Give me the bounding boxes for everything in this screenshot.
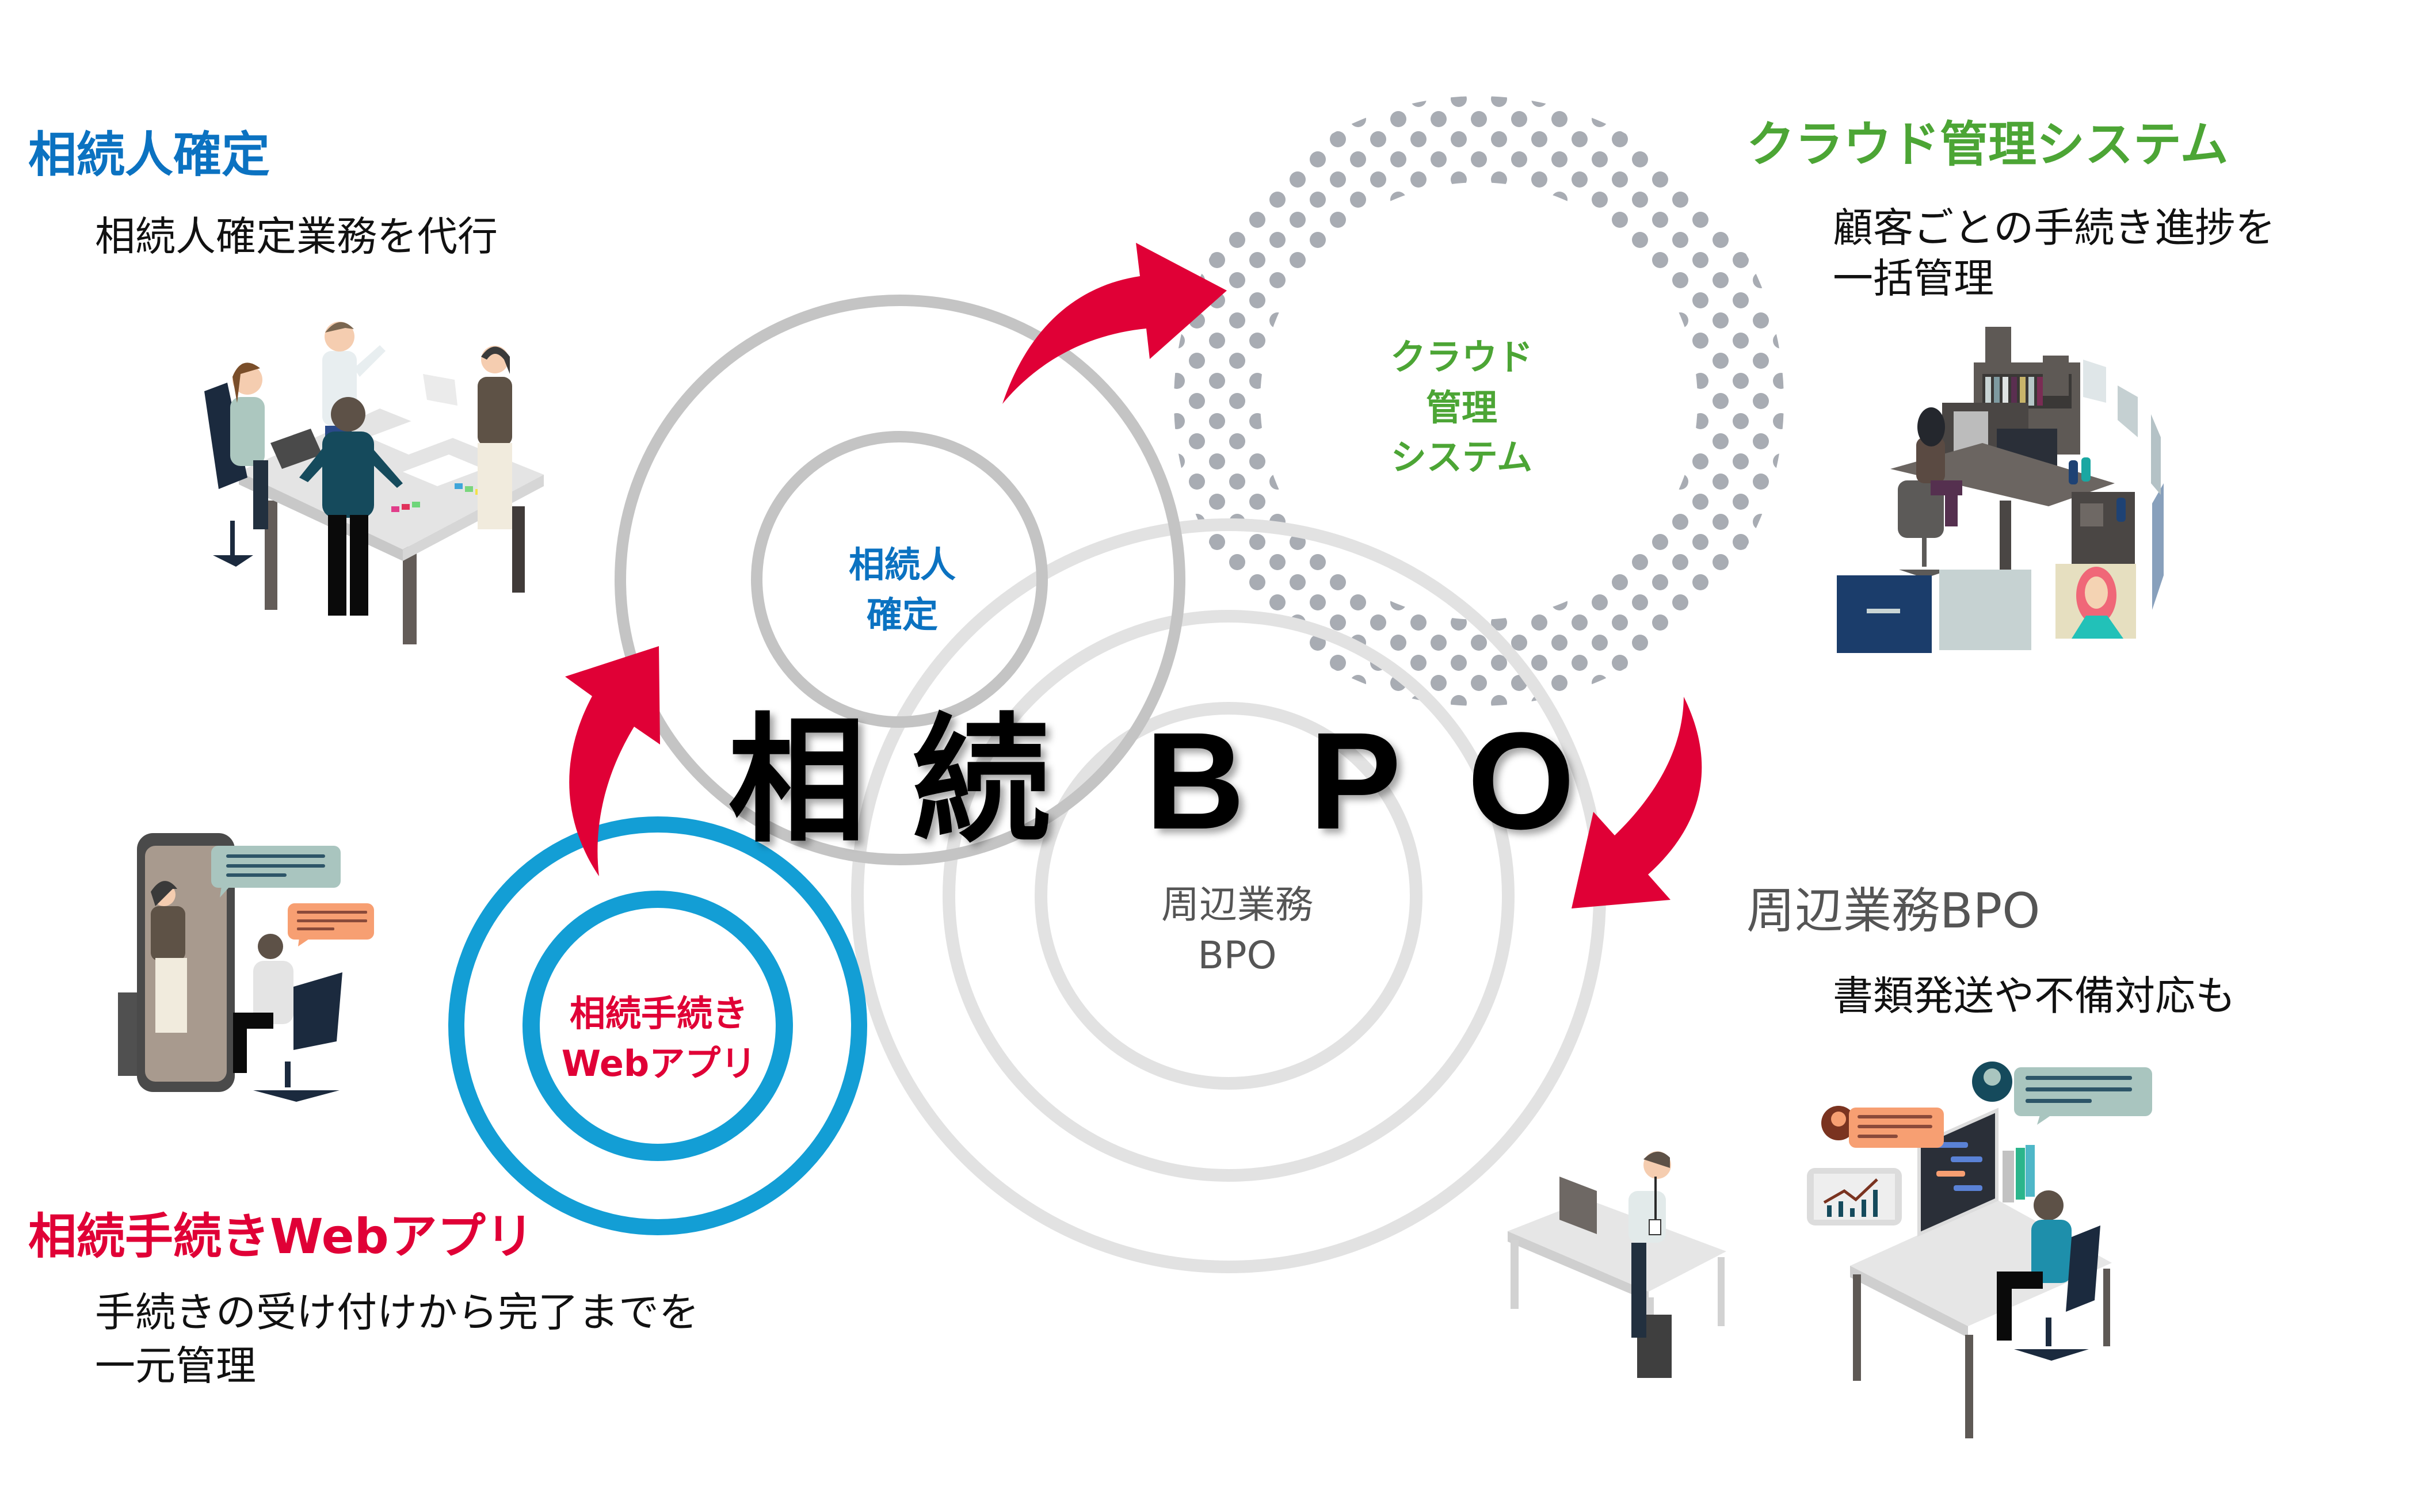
peripheral-circle-label: 周辺業務 BPO bbox=[1161, 883, 1313, 978]
cloud-circle-label-line-1: クラウド bbox=[1390, 336, 1533, 378]
webapp-heading: 相続手続きWebアプリ bbox=[28, 1208, 534, 1265]
video-consult-illustration bbox=[118, 833, 374, 1102]
heir-section: 相続人確定 相続人確定業務を代行 bbox=[28, 127, 498, 260]
cloud-heading: クラウド管理システム bbox=[1746, 116, 2228, 173]
main-title: 相 続 B P O bbox=[728, 700, 1575, 861]
heir-ring-outer bbox=[615, 295, 1185, 865]
arrow-cloud-to-peripheral-icon bbox=[1572, 697, 1702, 908]
cloud-circle-label: クラウド 管理 システム bbox=[1390, 336, 1533, 478]
office-workers-illustration bbox=[1508, 1062, 2152, 1438]
heir-ring-inner bbox=[751, 431, 1048, 728]
arrow-heir-to-cloud-icon bbox=[1002, 243, 1227, 404]
floating-card-gray bbox=[1939, 570, 2031, 650]
title-char-4: P bbox=[1309, 704, 1401, 858]
peripheral-description-line-1: 書類発送や不備対応も bbox=[1833, 972, 2236, 1020]
webapp-rings bbox=[448, 816, 867, 1235]
webapp-circle-label-line-2: Webアプリ bbox=[562, 1043, 757, 1085]
cloud-description-line-2: 一括管理 bbox=[1833, 255, 1994, 302]
title-char-5: O bbox=[1467, 704, 1575, 858]
cloud-circle-label-line-3: システム bbox=[1391, 436, 1532, 478]
peripheral-circle-label-line-2: BPO bbox=[1197, 933, 1276, 978]
peripheral-heading: 周辺業務BPO bbox=[1746, 883, 2040, 939]
heir-circle-label-line-2: 確定 bbox=[867, 594, 938, 636]
heir-circle-label-line-1: 相続人 bbox=[849, 544, 956, 586]
peripheral-circle-label-line-1: 周辺業務 bbox=[1161, 883, 1313, 927]
webapp-circle-label: 相続手続き Webアプリ bbox=[562, 992, 757, 1085]
heir-description-line-1: 相続人確定業務を代行 bbox=[95, 213, 498, 260]
heir-rings bbox=[615, 295, 1185, 865]
arrow-webapp-to-heir-icon bbox=[565, 646, 660, 876]
title-char-3: B bbox=[1145, 704, 1245, 858]
heir-heading: 相続人確定 bbox=[28, 127, 270, 183]
floating-card-navy bbox=[1837, 575, 1932, 653]
peripheral-ring-middle bbox=[943, 610, 1515, 1182]
webapp-ring-outer bbox=[448, 816, 867, 1235]
webapp-circle-label-line-1: 相続手続き bbox=[570, 992, 748, 1034]
title-char-2: 続 bbox=[912, 700, 1050, 861]
cloud-section: クラウド管理システム 顧客ごとの手続き進捗を 一括管理 bbox=[1746, 116, 2275, 302]
title-char-1: 相 bbox=[728, 700, 866, 861]
team-meeting-illustration bbox=[204, 322, 544, 644]
webapp-section: 相続手続きWebアプリ 手続きの受け付けから完了までを 一元管理 bbox=[28, 1208, 699, 1389]
heir-circle-label: 相続人 確定 bbox=[849, 544, 956, 636]
cloud-description-line-1: 顧客ごとの手続き進捗を bbox=[1833, 204, 2275, 251]
webapp-description-line-1: 手続きの受け付けから完了までを bbox=[95, 1289, 699, 1336]
webapp-description-line-2: 一元管理 bbox=[95, 1342, 256, 1389]
cloud-operator-illustration bbox=[1837, 327, 2164, 653]
peripheral-ring-inner bbox=[1035, 702, 1422, 1090]
cloud-circle-label-line-2: 管理 bbox=[1426, 387, 1497, 429]
speech-bubble-teal-2 bbox=[2014, 1067, 2152, 1116]
webapp-ring-inner bbox=[522, 891, 793, 1161]
peripheral-section: 周辺業務BPO 書類発送や不備対応も bbox=[1746, 883, 2236, 1020]
